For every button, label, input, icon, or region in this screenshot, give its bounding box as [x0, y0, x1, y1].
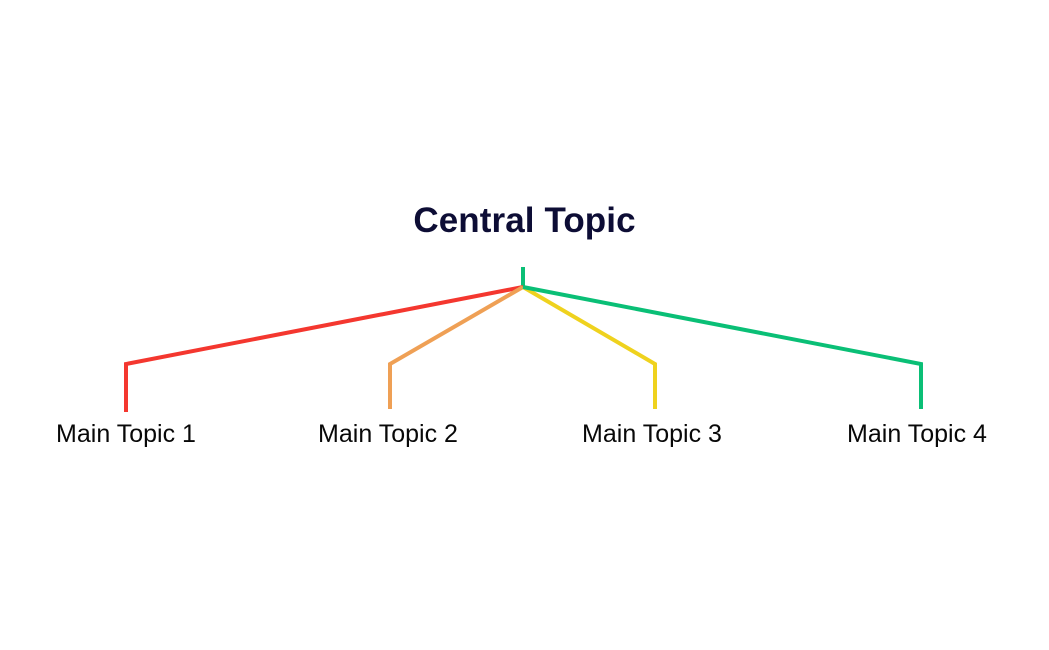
- branch-label-3[interactable]: Main Topic 3: [582, 420, 722, 448]
- central-topic-label[interactable]: Central Topic: [413, 201, 636, 240]
- branch-connector-4: [522, 285, 923, 409]
- branch-label-4[interactable]: Main Topic 4: [847, 420, 987, 448]
- branch-label-2[interactable]: Main Topic 2: [318, 420, 458, 448]
- branch-label-1[interactable]: Main Topic 1: [56, 420, 196, 448]
- branch-connector-3: [521, 285, 657, 409]
- branch-connector-1: [124, 285, 524, 412]
- branch-connector-2: [388, 285, 525, 409]
